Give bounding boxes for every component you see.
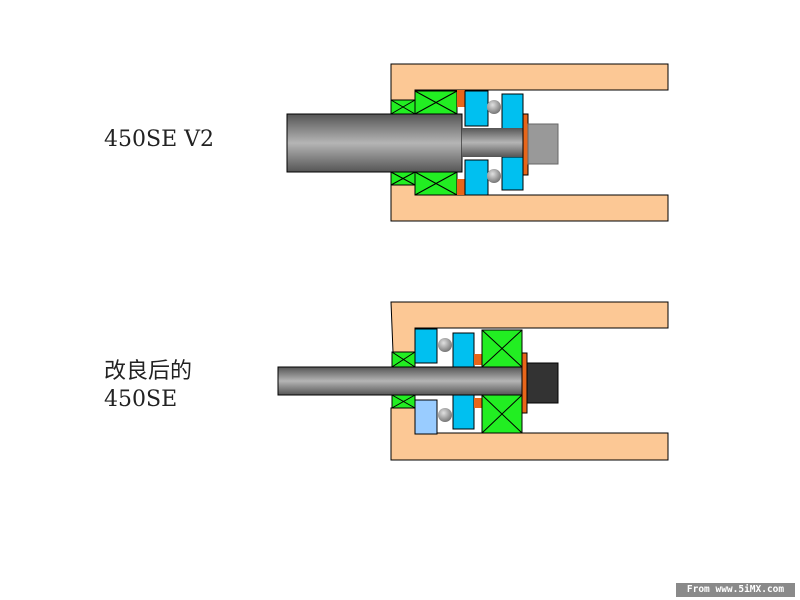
v2-bearing-ball-bottom — [487, 169, 501, 183]
improved-orange-shim-bottom — [474, 398, 482, 408]
improved-small-spacer-top — [391, 351, 416, 368]
v2-main-shaft — [286, 113, 463, 173]
v2-bearing-inner-top — [501, 93, 524, 131]
v2-orange-shim-top — [457, 90, 465, 107]
v2-end-block — [527, 123, 559, 165]
improved-washer — [521, 352, 528, 414]
improved-spacer-bottom — [481, 394, 523, 434]
v2-assembly — [286, 63, 669, 222]
improved-label-line2: 450SE — [104, 387, 178, 412]
improved-bearing-outer-bottom — [414, 399, 438, 435]
v2-spacer-top — [414, 90, 458, 115]
v2-spacer-bottom — [414, 171, 458, 196]
improved-bearing-inner-top — [452, 332, 475, 368]
watermark: From www.5iMX.com — [676, 583, 795, 597]
improved-end-block — [526, 362, 559, 404]
v2-small-spacer-bottom — [390, 171, 416, 186]
improved-orange-shim-top — [474, 354, 482, 365]
improved-spacer-top — [481, 329, 523, 368]
v2-washer — [522, 113, 529, 176]
v2-bearing-ball-top — [487, 100, 501, 114]
improved-small-spacer-bottom — [391, 394, 416, 409]
v2-orange-shim-bottom — [457, 179, 465, 195]
v2-small-shaft — [462, 128, 524, 157]
improved-bearing-outer-top — [414, 328, 438, 364]
v2-bearing-outer-top — [464, 90, 489, 127]
v2-bearing-outer-bottom — [464, 159, 489, 196]
improved-bearing-inner-bottom — [452, 394, 475, 430]
v2-label: 450SE V2 — [104, 127, 214, 152]
v2-bearing-inner-bottom — [501, 156, 524, 191]
improved-bearing-ball-top — [438, 338, 452, 352]
improved-assembly — [277, 301, 669, 461]
improved-shaft — [277, 366, 523, 396]
improved-label-line1: 改良后的 — [104, 359, 193, 384]
improved-bearing-ball-bottom — [438, 408, 452, 422]
v2-small-spacer-top — [390, 99, 416, 115]
